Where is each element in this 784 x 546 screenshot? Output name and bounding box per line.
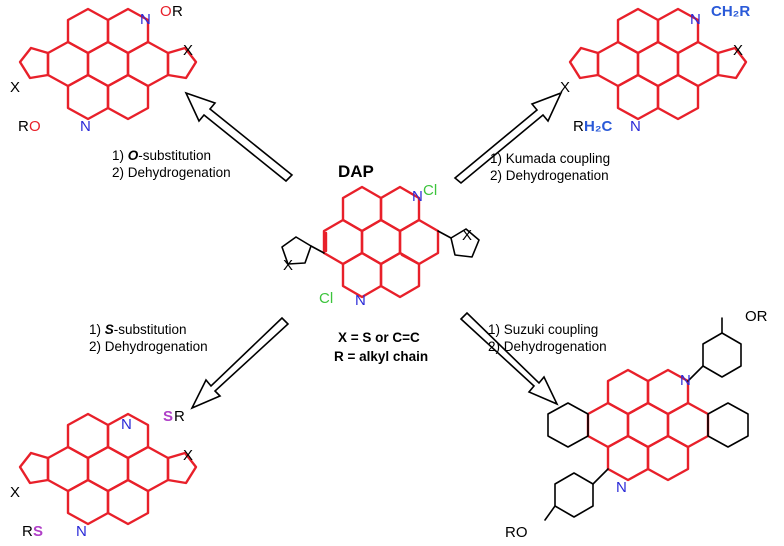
- bottom-right-ro: RO: [505, 524, 528, 541]
- top-right-core: [568, 7, 748, 121]
- bottom-right-n-1: N: [680, 372, 691, 389]
- top-right-h2c: H₂C: [584, 118, 612, 135]
- legend-x: X = S or C=C: [338, 330, 420, 345]
- bottom-left-n-1: N: [121, 416, 132, 433]
- legend-r: R = alkyl chain: [334, 349, 428, 364]
- bottom-left-n-2: N: [76, 523, 87, 540]
- bottom-right-step1: 1) Suzuki coupling: [488, 322, 598, 337]
- bottom-left-x-right: X: [183, 447, 193, 464]
- bottom-left-step2: 2) Dehydrogenation: [89, 339, 208, 354]
- dap-substituents: [281, 228, 480, 265]
- arrow-to-top-right: [453, 91, 563, 185]
- bottom-right-step2: 2) Dehydrogenation: [488, 339, 607, 354]
- dap-title: DAP: [338, 162, 374, 181]
- dap-cl-top: Cl: [423, 182, 437, 199]
- bottom-left-r-bottom: R: [22, 523, 33, 540]
- dap-core: [322, 185, 440, 299]
- arrow-to-top-left: [184, 91, 294, 183]
- top-right-x-left: X: [560, 79, 570, 96]
- top-left-x-left: X: [10, 79, 20, 96]
- bottom-left-core: [18, 412, 198, 526]
- dap-n-top: N: [412, 188, 423, 205]
- top-right-r-bottom: R: [573, 118, 584, 135]
- bottom-left-s-top: S: [163, 408, 173, 425]
- product-bottom-right: N N OR RO 1) Suzuki coupling 2) Dehydrog…: [488, 308, 768, 541]
- bottom-left-step1: 1) S-substitution: [89, 322, 187, 337]
- top-right-ch2r: CH₂R: [711, 3, 750, 20]
- dap-cl-bottom: Cl: [319, 290, 333, 307]
- bottom-left-s-bottom: S: [33, 523, 43, 540]
- top-right-n-1: N: [690, 11, 701, 28]
- top-left-r-bottom: R: [18, 118, 29, 135]
- bottom-right-n-2: N: [616, 479, 627, 496]
- top-left-step2: 2) Dehydrogenation: [112, 165, 231, 180]
- top-left-o-bottom: O: [29, 118, 41, 135]
- bottom-left-r-top: R: [174, 408, 185, 425]
- product-bottom-left: N N S R R S X X 1) S-substitution 2) Deh…: [10, 322, 208, 540]
- dap-n-bottom: N: [355, 292, 366, 309]
- top-right-n-2: N: [630, 118, 641, 135]
- top-left-x-right: X: [183, 42, 193, 59]
- top-left-n-2: N: [80, 118, 91, 135]
- dap-x-right: X: [462, 227, 472, 244]
- top-left-o-top: O: [160, 3, 172, 20]
- top-right-step1: 1) Kumada coupling: [490, 151, 610, 166]
- top-left-step1: 1) O-substitution: [112, 148, 211, 163]
- dap-x-left: X: [283, 257, 293, 274]
- product-top-right: N N CH₂R R H₂C X X 1) Kumada coupling 2)…: [490, 3, 750, 183]
- bottom-right-or: OR: [745, 308, 768, 325]
- arrow-to-bottom-left: [190, 316, 290, 410]
- bottom-right-benzo-rings: [544, 317, 749, 521]
- arrow-to-bottom-right: [459, 311, 559, 406]
- top-left-r-top: R: [172, 3, 183, 20]
- top-left-core: [18, 7, 198, 121]
- top-left-n-1: N: [140, 11, 151, 28]
- top-right-x-right: X: [733, 42, 743, 59]
- top-right-step2: 2) Dehydrogenation: [490, 168, 609, 183]
- bottom-left-x-left: X: [10, 484, 20, 501]
- product-top-left: N N O R R O X X 1) O-substitution 2) Deh…: [10, 3, 231, 180]
- dap-molecule: DAP N Cl N Cl X X X = S or C=C R = alkyl…: [281, 162, 480, 364]
